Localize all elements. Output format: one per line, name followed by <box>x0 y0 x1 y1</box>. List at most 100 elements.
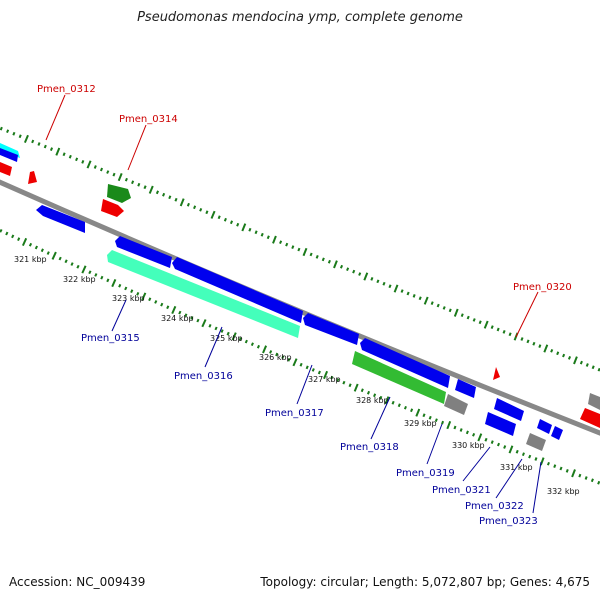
minor-tick <box>281 355 285 359</box>
minor-tick <box>370 277 374 281</box>
gene-pmen-0322[interactable] <box>526 433 546 451</box>
minor-tick <box>521 452 525 457</box>
minor-tick <box>190 316 194 320</box>
connector-pmen-0320 <box>515 291 539 338</box>
minor-tick <box>31 139 35 144</box>
minor-tick <box>478 320 482 325</box>
minor-tick <box>112 172 116 177</box>
minor-tick <box>434 418 438 422</box>
major-tick <box>363 272 369 281</box>
minor-tick <box>366 390 371 395</box>
major-tick <box>446 420 452 430</box>
major-tick <box>453 308 459 317</box>
gene-red-small[interactable] <box>28 171 37 184</box>
major-tick <box>292 358 298 367</box>
minor-tick <box>490 325 494 329</box>
gene-label-pmen-0316[interactable]: Pmen_0316 <box>174 371 233 382</box>
tick-label: 327 kbp <box>308 375 341 384</box>
minor-tick <box>93 165 97 169</box>
gene-label-pmen-0318[interactable]: Pmen_0318 <box>340 442 399 453</box>
gene-label-pmen-0321[interactable]: Pmen_0321 <box>432 485 491 496</box>
map-title: Pseudomonas mendocina ymp, complete geno… <box>137 10 463 25</box>
major-tick <box>353 383 359 392</box>
minor-tick <box>291 245 295 249</box>
gene-red-edge[interactable] <box>0 162 12 176</box>
gene-blue-c[interactable] <box>537 419 552 434</box>
minor-tick <box>260 232 264 237</box>
major-tick <box>393 284 399 293</box>
major-tick <box>231 332 237 341</box>
gene-blue-b[interactable] <box>494 398 524 421</box>
gene-gray-right[interactable] <box>588 393 600 410</box>
minor-tick <box>391 400 395 405</box>
minor-tick <box>106 170 110 174</box>
major-tick <box>384 396 390 405</box>
gene-pmen-0317-a[interactable] <box>172 257 303 323</box>
minor-tick <box>238 337 242 341</box>
minor-tick <box>490 440 494 444</box>
minor-tick <box>553 464 557 468</box>
tick-label: 323 kbp <box>112 294 145 303</box>
minor-tick <box>346 267 350 271</box>
gene-pmen-0315[interactable] <box>115 236 172 268</box>
minor-tick <box>317 370 321 375</box>
minor-tick <box>515 449 519 454</box>
tick-label: 321 kbp <box>14 255 47 264</box>
minor-tick <box>43 144 47 149</box>
gene-pmen-0319[interactable] <box>360 338 450 388</box>
minor-tick <box>441 420 445 425</box>
gene-blue-left[interactable] <box>36 205 85 233</box>
minor-tick <box>297 247 301 252</box>
minor-tick <box>422 413 426 418</box>
gene-label-pmen-0320[interactable]: Pmen_0320 <box>513 282 572 293</box>
gene-pmen-0320-arrow[interactable] <box>493 367 500 380</box>
minor-tick <box>269 350 273 354</box>
gene-pmen-0321[interactable] <box>485 412 516 436</box>
major-tick <box>55 147 61 156</box>
minor-tick <box>550 349 554 353</box>
gene-pmen-0317-b[interactable] <box>303 313 359 345</box>
gene-pmen-0318[interactable] <box>352 351 446 404</box>
gene-label-pmen-0323[interactable]: Pmen_0323 <box>479 516 538 527</box>
gene-gray-a[interactable] <box>444 394 468 415</box>
minor-tick <box>154 300 158 304</box>
gene-label-pmen-0314[interactable]: Pmen_0314 <box>119 114 178 125</box>
gene-label-pmen-0312[interactable]: Pmen_0312 <box>37 84 96 95</box>
major-tick <box>272 235 277 244</box>
gene-label-pmen-0317[interactable]: Pmen_0317 <box>265 408 324 419</box>
minor-tick <box>148 297 152 302</box>
minor-tick <box>40 248 44 253</box>
gene-label-pmen-0319[interactable]: Pmen_0319 <box>396 468 455 479</box>
minor-tick <box>28 242 33 247</box>
minor-tick <box>472 318 476 322</box>
major-tick <box>573 356 578 365</box>
minor-tick <box>472 433 476 437</box>
gene-blue-edge[interactable] <box>0 148 18 162</box>
gene-red-right[interactable] <box>580 408 600 428</box>
minor-tick <box>352 269 356 274</box>
gene-pmen-0323[interactable] <box>551 426 563 440</box>
minor-tick <box>358 272 362 276</box>
minor-tick <box>330 375 334 380</box>
minor-tick <box>397 403 401 408</box>
gene-label-pmen-0322[interactable]: Pmen_0322 <box>465 501 524 512</box>
minor-tick <box>99 167 104 172</box>
major-tick <box>21 237 28 247</box>
minor-tick <box>208 324 212 328</box>
major-tick <box>23 134 29 143</box>
minor-tick <box>403 405 407 410</box>
minor-tick <box>465 430 469 435</box>
major-tick <box>539 457 545 466</box>
gene-pmen-0316[interactable] <box>107 250 300 338</box>
minor-tick <box>279 240 283 244</box>
tick-label: 325 kbp <box>210 334 243 343</box>
gene-label-pmen-0315[interactable]: Pmen_0315 <box>81 333 140 344</box>
gene-blue-a[interactable] <box>455 379 476 398</box>
connector-pmen-0317 <box>296 364 313 405</box>
gene-pmen-0314-box[interactable] <box>107 184 131 203</box>
minor-tick <box>75 157 79 162</box>
minor-tick <box>315 255 319 259</box>
gene-red-arrow[interactable] <box>101 199 124 217</box>
tick-label: 329 kbp <box>404 419 437 428</box>
minor-tick <box>17 237 21 242</box>
